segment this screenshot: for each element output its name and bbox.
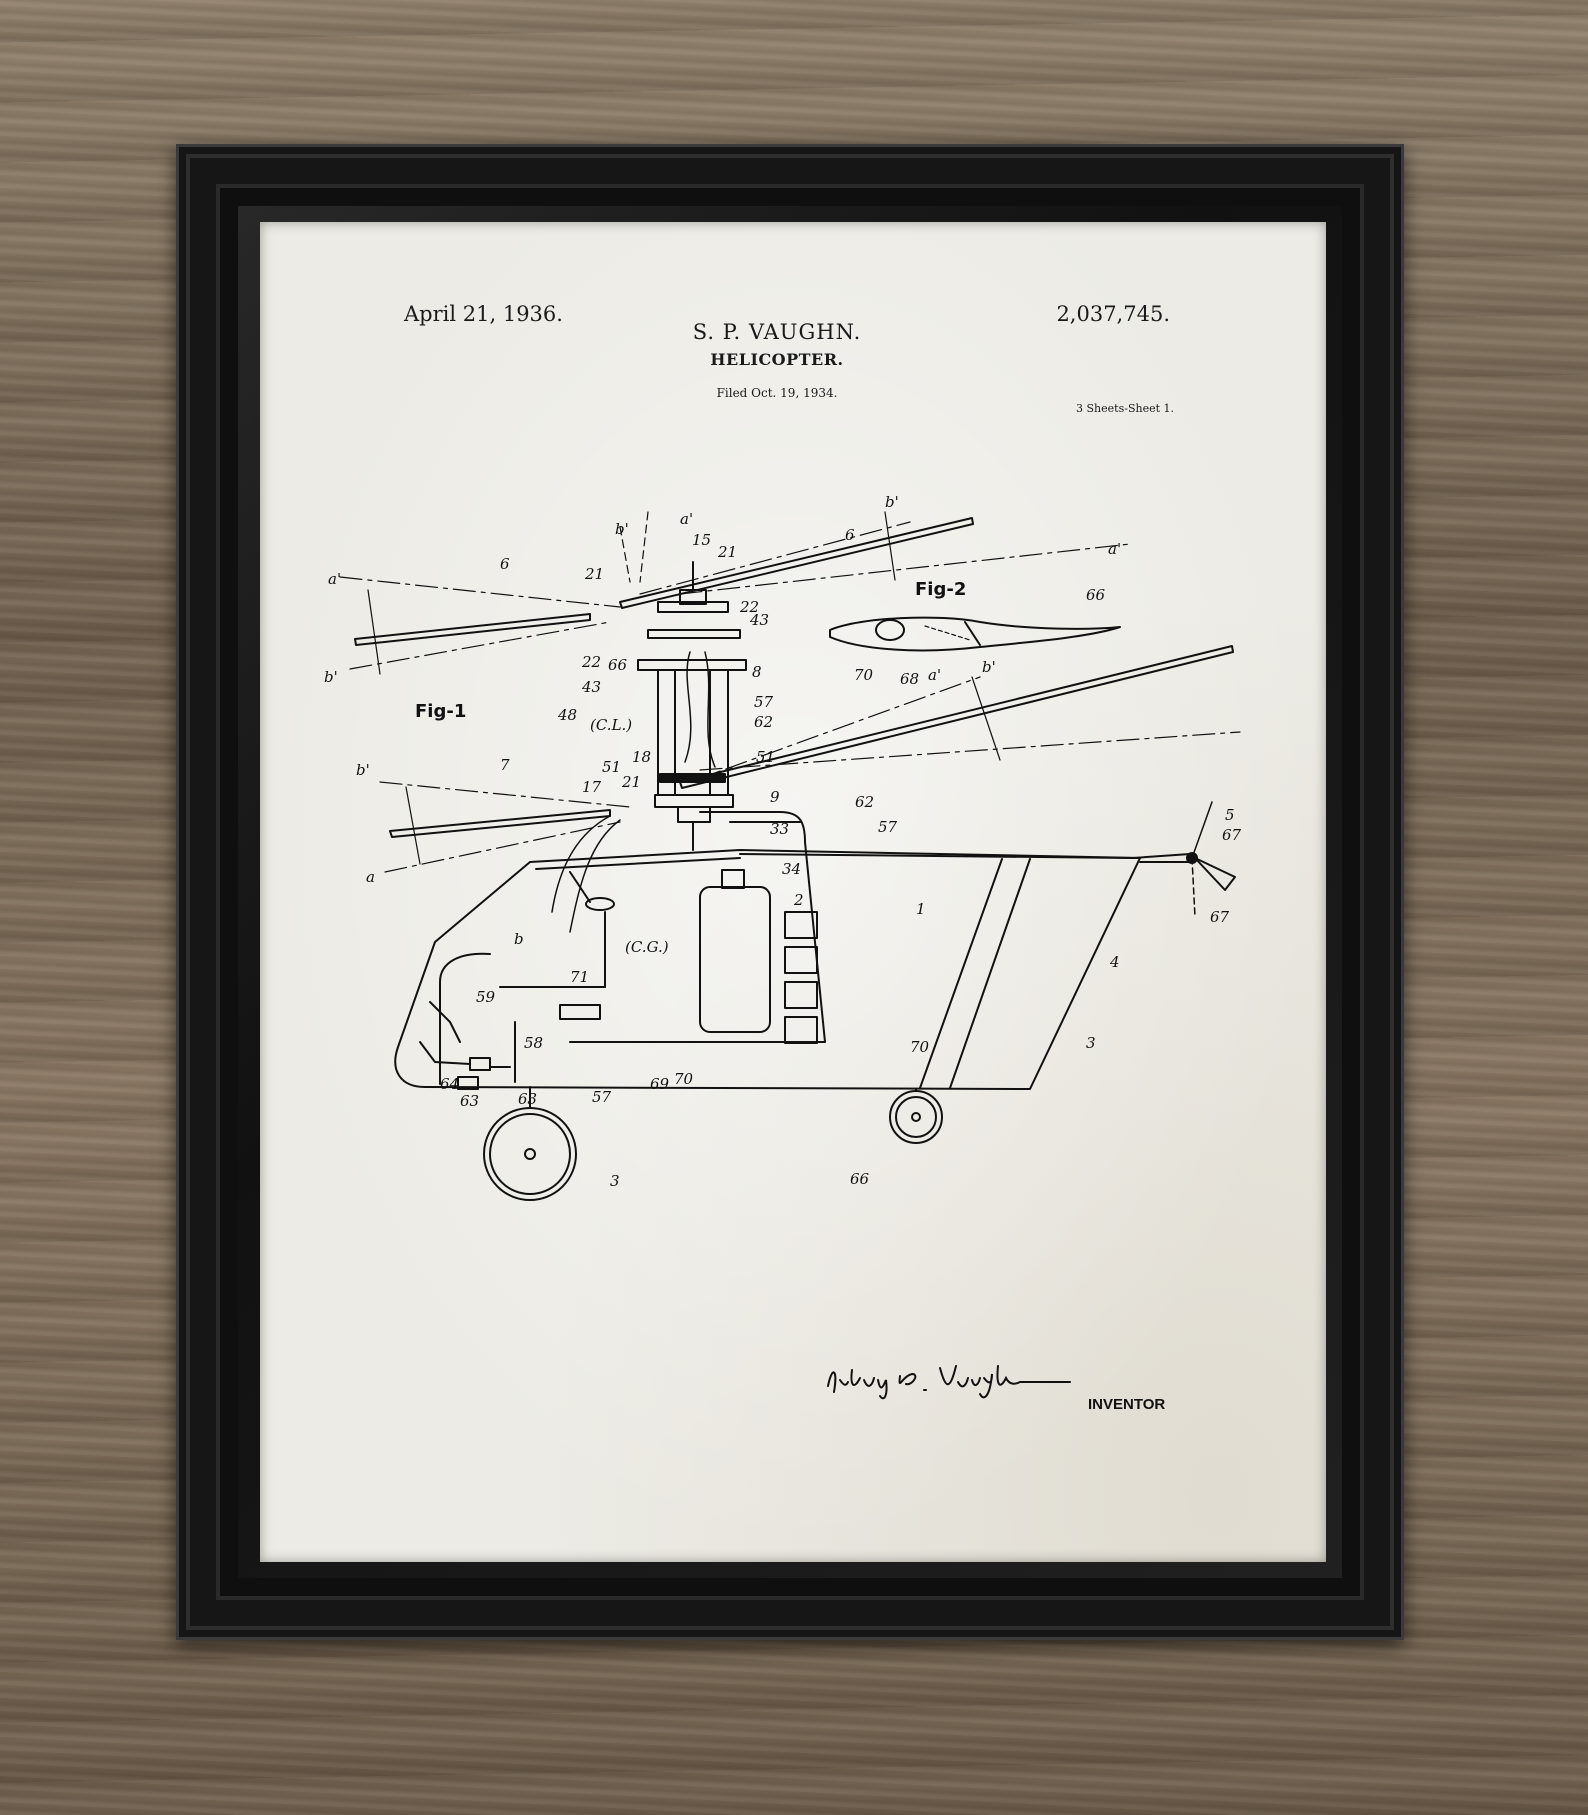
fuselage	[394, 801, 1236, 1090]
patent-date: April 21, 1936.	[404, 302, 563, 326]
callout-label: 57	[754, 693, 774, 711]
callout-label: 67	[1222, 826, 1242, 844]
callout-label: 4	[1109, 953, 1120, 971]
callout-label: 63	[460, 1092, 479, 1110]
callout-label: 22	[739, 598, 759, 616]
callout-label: a'	[328, 570, 341, 588]
callout-label: 1	[916, 900, 926, 918]
callout-label: 66	[850, 1170, 870, 1188]
callout-label: 63	[518, 1090, 537, 1108]
callout-label: 22	[581, 653, 601, 671]
callout-label: 62	[855, 793, 874, 811]
callout-label: 8	[752, 663, 762, 681]
fig2-airfoil	[829, 616, 1121, 652]
callout-label: 70	[674, 1070, 694, 1088]
callout-label: 6	[500, 555, 510, 573]
callout-label: 59	[476, 988, 496, 1006]
callout-label: 51	[756, 748, 775, 766]
callout-label: 2	[793, 891, 804, 909]
callout-label: 5	[1225, 806, 1235, 824]
callout-label: 9	[770, 788, 780, 806]
callout-label: 57	[878, 818, 898, 836]
patent-print: April 21, 1936. S. P. VAUGHN. HELICOPTER…	[260, 222, 1326, 1562]
fig2-label: Fig-2	[915, 579, 966, 600]
callout-label: b	[514, 930, 524, 948]
callout-label: 34	[782, 860, 801, 878]
callout-label: 68	[900, 670, 919, 688]
callout-label: b'	[615, 520, 629, 538]
lower-rotor	[379, 645, 1241, 873]
callout-label: 15	[692, 531, 711, 549]
callout-label: b'	[324, 668, 338, 686]
callout-label: 21	[717, 543, 737, 561]
callout-label: 33	[770, 820, 789, 838]
callout-label: a	[366, 868, 375, 886]
filed-date: Filed Oct. 19, 1934.	[716, 386, 838, 400]
callout-label: 43	[749, 611, 769, 629]
patent-number: 2,037,745.	[1056, 302, 1170, 326]
inventor-label: INVENTOR	[1088, 1396, 1166, 1413]
callout-label: (C.L.)	[590, 716, 632, 734]
callout-label: 71	[570, 968, 589, 986]
callout-label: 48	[557, 706, 577, 724]
callout-label: a'	[928, 666, 941, 684]
callout-label: 18	[632, 748, 651, 766]
callout-label: 21	[584, 565, 604, 583]
callout-label: 3	[1086, 1034, 1096, 1052]
callout-label: a'	[1108, 540, 1121, 558]
callout-label: 64	[440, 1075, 459, 1093]
inventor-signature	[827, 1365, 1071, 1400]
callout-label: a'	[680, 510, 693, 528]
helicopter-drawing: 6 6 7 21 15 21 22 43 22 66 43 48 (C.L.) …	[324, 493, 1242, 1201]
callout-label: 3	[610, 1172, 620, 1190]
callout-label: (C.G.)	[625, 938, 669, 956]
callout-label: 66	[1086, 586, 1106, 604]
fig1-label: Fig-1	[415, 701, 466, 722]
callout-label: 7	[500, 756, 510, 774]
callout-label: 17	[582, 778, 602, 796]
callout-label: 57	[592, 1088, 612, 1106]
landing-wheels	[483, 1086, 943, 1201]
callout-label: 69	[650, 1075, 670, 1093]
rotor-mast	[637, 561, 747, 851]
callout-label: 21	[621, 773, 641, 791]
callout-label: 43	[581, 678, 601, 696]
callout-label: 66	[608, 656, 628, 674]
callout-label: 67	[1210, 908, 1230, 926]
patent-title: HELICOPTER.	[710, 350, 844, 369]
callout-label: 62	[754, 713, 773, 731]
callout-label: b'	[356, 761, 370, 779]
callout-label: 70	[910, 1038, 930, 1056]
callout-label: 70	[854, 666, 874, 684]
callout-label: b'	[885, 493, 899, 511]
inventor-name: S. P. VAUGHN.	[692, 320, 862, 344]
sheet-count: 3 Sheets-Sheet 1.	[1076, 402, 1174, 415]
callout-label: 58	[524, 1034, 543, 1052]
callout-label: 51	[602, 758, 621, 776]
callout-label: b'	[982, 658, 996, 676]
upper-rotor	[339, 511, 1131, 675]
callout-label: 6	[845, 526, 855, 544]
